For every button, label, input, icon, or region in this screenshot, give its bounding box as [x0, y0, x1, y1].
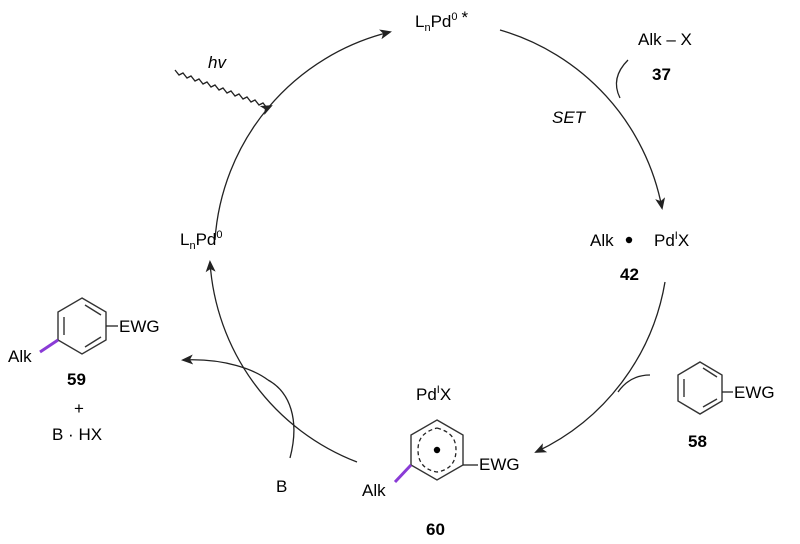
alkyl-radical-label: Alk	[590, 231, 614, 250]
radical-intermediate-60	[393, 419, 478, 484]
reagent-58-arene	[677, 361, 733, 415]
arc-top-to-right	[499, 29, 666, 210]
product-59-ewg: EWG	[119, 317, 160, 336]
byproduct-label: B · HX	[52, 425, 102, 444]
product-59-arene	[39, 297, 118, 355]
product-59-alk: Alk	[8, 347, 32, 366]
pd-i-species-bottom: PdIX	[416, 384, 451, 404]
light-wavy-arrow	[174, 69, 273, 115]
arc-bottom-to-left	[205, 260, 358, 463]
intermediate-60-ewg: EWG	[479, 455, 520, 474]
catalyst-excited: LnPd0*	[415, 8, 469, 34]
arc-left-to-top	[214, 29, 392, 241]
pd-i-species-right: PdIX	[654, 230, 689, 250]
arc-reagent-58-in	[617, 374, 651, 393]
product-59-number: 59	[67, 370, 86, 389]
intermediate-42-number: 42	[620, 265, 639, 284]
intermediate-60-number: 60	[426, 520, 445, 539]
base-label: B	[276, 477, 287, 496]
light-label: hv	[208, 53, 227, 72]
arc-right-to-bottom	[534, 281, 666, 453]
radical-dot	[625, 236, 633, 244]
plus-sign: +	[74, 399, 84, 418]
intermediate-60-alk: Alk	[362, 481, 386, 500]
set-label: SET	[552, 108, 587, 127]
arc-product-59-out	[181, 354, 269, 381]
reagent-37-label: Alk – X	[638, 30, 692, 49]
arc-base-in	[267, 379, 295, 459]
alk-bond-60	[393, 463, 413, 484]
arc-reagent-37-in	[615, 59, 629, 99]
reagent-58-ewg: EWG	[734, 383, 775, 402]
alk-bond-59	[39, 338, 59, 354]
reagent-58-number: 58	[688, 432, 707, 451]
catalyst-ground: LnPd0	[180, 229, 223, 252]
reagent-37-number: 37	[652, 65, 671, 84]
